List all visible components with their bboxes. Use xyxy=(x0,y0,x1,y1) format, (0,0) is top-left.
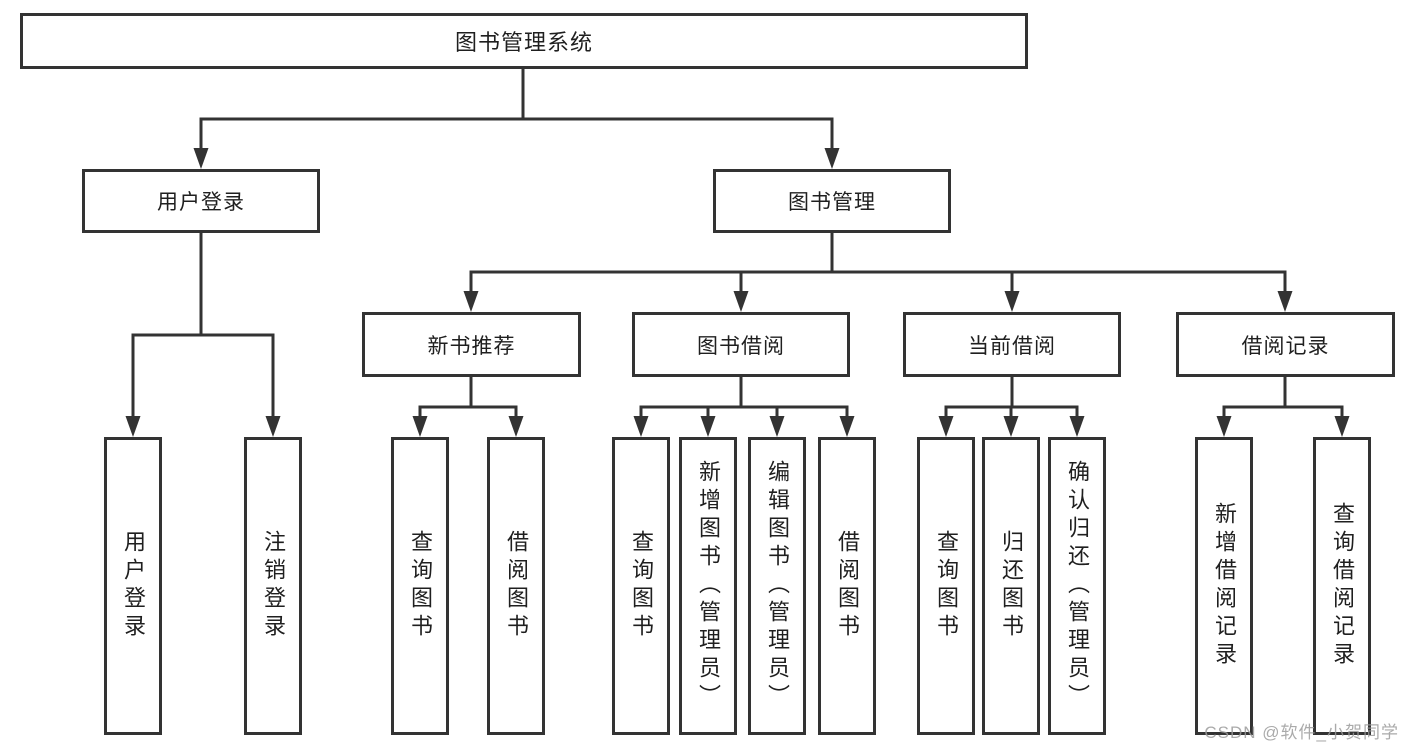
node-system-root: 图书管理系统 xyxy=(20,13,1028,69)
node-borrowing-query-books: 查询图书 xyxy=(612,437,670,735)
node-borrowing-add-books: 新增图书（管理员） xyxy=(679,437,737,735)
node-new-book-recommend: 新书推荐 xyxy=(362,312,581,377)
node-borrowing-records: 借阅记录 xyxy=(1176,312,1395,377)
node-user-login-group: 用户登录 xyxy=(82,169,320,233)
node-recommend-query-books: 查询图书 xyxy=(391,437,449,735)
node-recommend-borrow-books: 借阅图书 xyxy=(487,437,545,735)
node-borrowing-edit-books: 编辑图书（管理员） xyxy=(748,437,806,735)
node-current-query-books: 查询图书 xyxy=(917,437,975,735)
node-current-confirm-return: 确认归还（管理员） xyxy=(1048,437,1106,735)
node-records-add-record: 新增借阅记录 xyxy=(1195,437,1253,735)
node-records-query-record: 查询借阅记录 xyxy=(1313,437,1371,735)
node-book-management-group: 图书管理 xyxy=(713,169,951,233)
node-current-borrowing: 当前借阅 xyxy=(903,312,1121,377)
node-login: 用户登录 xyxy=(104,437,162,735)
node-book-borrowing: 图书借阅 xyxy=(632,312,850,377)
node-logout: 注销登录 xyxy=(244,437,302,735)
csdn-watermark: CSDN @软件_小贺同学 xyxy=(1204,723,1399,742)
node-borrowing-borrow-books: 借阅图书 xyxy=(818,437,876,735)
node-current-return-books: 归还图书 xyxy=(982,437,1040,735)
